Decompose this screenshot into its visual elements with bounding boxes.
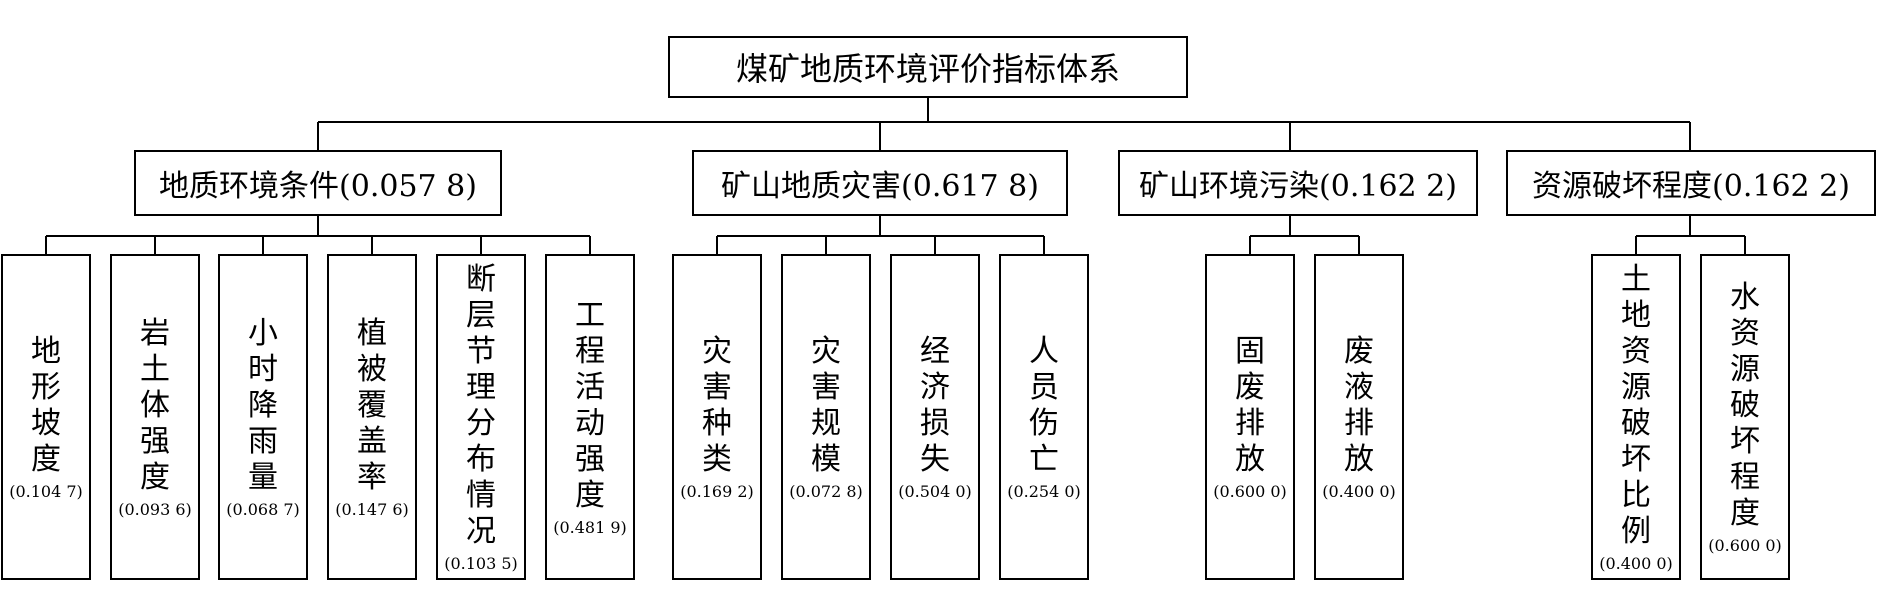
indicator-name: 废液排放: [1344, 333, 1374, 477]
root-node: 煤矿地质环境评价指标体系: [668, 36, 1188, 98]
category-node-geology: 地质环境条件(0.057 8): [134, 150, 502, 216]
indicator-weight: (0.169 2): [680, 481, 754, 501]
indicator-weight: (0.147 6): [335, 499, 409, 519]
root-title: 煤矿地质环境评价指标体系: [735, 50, 1120, 88]
indicator-weight: (0.068 7): [226, 499, 300, 519]
category-label: 矿山环境污染(0.162 2): [1139, 169, 1457, 204]
indicator-name: 断层节理分布情况: [466, 261, 496, 549]
indicator-weight: (0.600 0): [1213, 481, 1287, 501]
indicator-weight: (0.504 0): [898, 481, 972, 501]
category-label: 地质环境条件(0.057 8): [159, 169, 477, 204]
indicator-name: 土地资源破坏比例: [1621, 261, 1651, 549]
indicator-weight: (0.600 0): [1708, 535, 1782, 555]
indicator-node: 废液排放 (0.400 0): [1314, 254, 1404, 580]
indicator-node: 水资源破坏程度 (0.600 0): [1700, 254, 1790, 580]
indicator-node: 岩土体强度 (0.093 6): [110, 254, 200, 580]
indicator-name: 灾害种类: [702, 333, 732, 477]
indicator-weight: (0.104 7): [9, 481, 83, 501]
category-node-hazard: 矿山地质灾害(0.617 8): [692, 150, 1068, 216]
indicator-node: 植被覆盖率 (0.147 6): [327, 254, 417, 580]
indicator-node: 工程活动强度 (0.481 9): [545, 254, 635, 580]
indicator-weight: (0.254 0): [1007, 481, 1081, 501]
indicator-node: 土地资源破坏比例 (0.400 0): [1591, 254, 1681, 580]
indicator-weight: (0.481 9): [553, 517, 627, 537]
indicator-name: 固废排放: [1235, 333, 1265, 477]
indicator-name: 工程活动强度: [575, 297, 605, 513]
indicator-name: 小时降雨量: [248, 315, 278, 495]
indicator-weight: (0.093 6): [118, 499, 192, 519]
indicator-name: 岩土体强度: [140, 315, 170, 495]
indicator-node: 灾害规模 (0.072 8): [781, 254, 871, 580]
indicator-node: 灾害种类 (0.169 2): [672, 254, 762, 580]
indicator-name: 经济损失: [920, 333, 950, 477]
indicator-weight: (0.400 0): [1599, 553, 1673, 573]
category-node-pollution: 矿山环境污染(0.162 2): [1118, 150, 1478, 216]
indicator-node: 经济损失 (0.504 0): [890, 254, 980, 580]
indicator-weight: (0.103 5): [444, 553, 518, 573]
indicator-node: 地形坡度 (0.104 7): [1, 254, 91, 580]
indicator-weight: (0.400 0): [1322, 481, 1396, 501]
indicator-node: 小时降雨量 (0.068 7): [218, 254, 308, 580]
indicator-name: 植被覆盖率: [357, 315, 387, 495]
indicator-node: 断层节理分布情况 (0.103 5): [436, 254, 526, 580]
indicator-name: 人员伤亡: [1029, 333, 1059, 477]
indicator-name: 地形坡度: [31, 333, 61, 477]
indicator-node: 固废排放 (0.600 0): [1205, 254, 1295, 580]
category-label: 矿山地质灾害(0.617 8): [721, 169, 1039, 204]
indicator-weight: (0.072 8): [789, 481, 863, 501]
indicator-name: 灾害规模: [811, 333, 841, 477]
category-label: 资源破坏程度(0.162 2): [1532, 169, 1850, 204]
category-node-resource: 资源破坏程度(0.162 2): [1506, 150, 1876, 216]
indicator-node: 人员伤亡 (0.254 0): [999, 254, 1089, 580]
indicator-name: 水资源破坏程度: [1730, 279, 1760, 531]
